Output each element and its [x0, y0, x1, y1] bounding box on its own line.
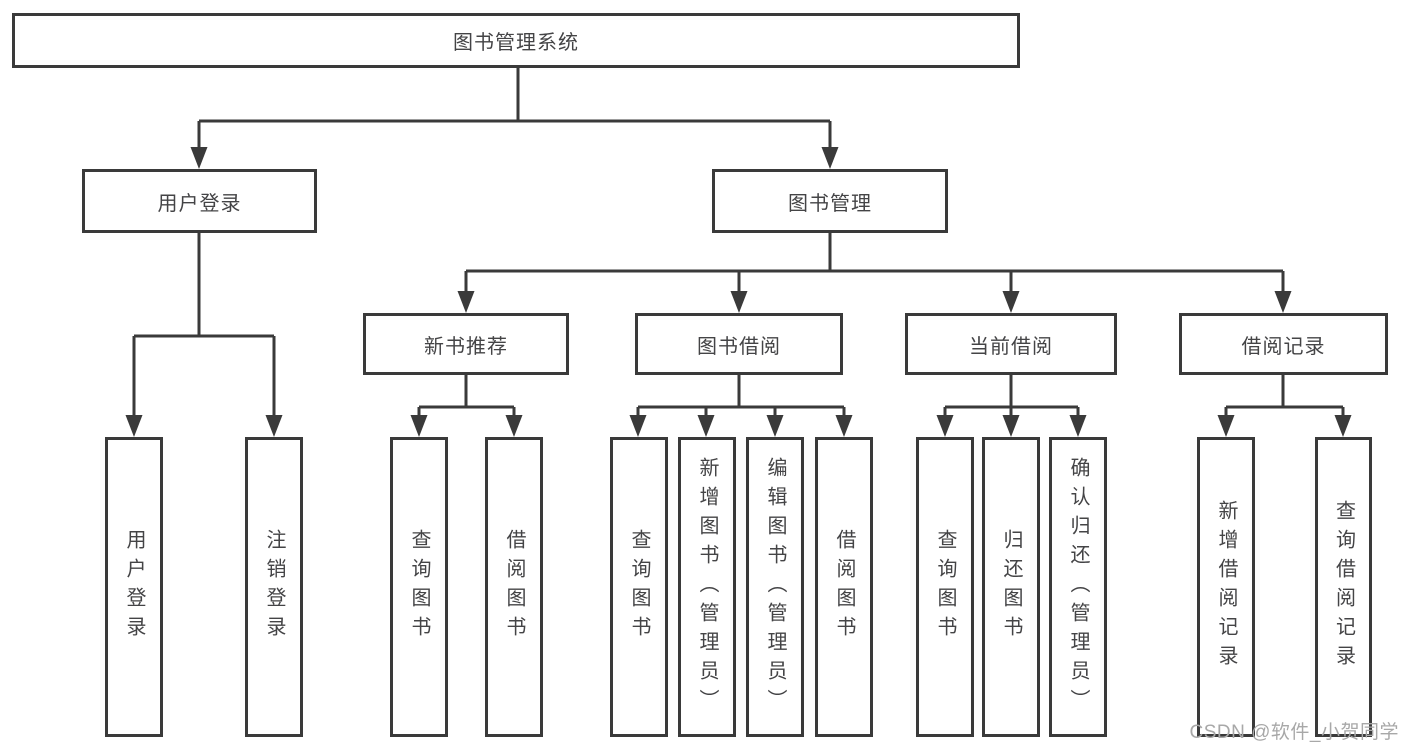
node-leaf-query-books-recommend: 查询图书	[390, 437, 448, 737]
node-book-borrowing: 图书借阅	[635, 313, 843, 375]
node-leaf-confirm-return-admin: 确认归还（管理员）	[1049, 437, 1107, 737]
node-leaf-user-login: 用户登录	[105, 437, 163, 737]
node-borrowing-records: 借阅记录	[1179, 313, 1388, 375]
connector-root	[190, 68, 839, 169]
watermark: CSDN @软件_小贺同学	[1189, 722, 1399, 743]
node-book-management: 图书管理	[712, 169, 948, 233]
connector-book-borrowing	[629, 375, 853, 437]
connector-user-login	[125, 233, 283, 437]
connector-current-borrowing	[936, 375, 1087, 437]
node-leaf-edit-book-admin: 编辑图书（管理员）	[746, 437, 804, 737]
connector-new-book-recommendation	[410, 375, 523, 437]
node-leaf-query-books-current: 查询图书	[916, 437, 974, 737]
node-current-borrowing: 当前借阅	[905, 313, 1117, 375]
node-leaf-query-books-borrowing: 查询图书	[610, 437, 668, 737]
node-library-management-system: 图书管理系统	[12, 13, 1020, 68]
node-user-login: 用户登录	[82, 169, 317, 233]
node-leaf-add-borrow-record: 新增借阅记录	[1197, 437, 1255, 737]
connector-borrowing-records	[1217, 375, 1352, 437]
connector-book-management	[457, 233, 1292, 313]
node-leaf-add-book-admin: 新增图书（管理员）	[678, 437, 736, 737]
node-leaf-logout: 注销登录	[245, 437, 303, 737]
node-leaf-return-books: 归还图书	[982, 437, 1040, 737]
node-new-book-recommendation: 新书推荐	[363, 313, 569, 375]
node-leaf-query-borrow-record: 查询借阅记录	[1315, 437, 1372, 737]
node-leaf-borrow-books-recommend: 借阅图书	[485, 437, 543, 737]
node-leaf-borrow-books: 借阅图书	[815, 437, 873, 737]
